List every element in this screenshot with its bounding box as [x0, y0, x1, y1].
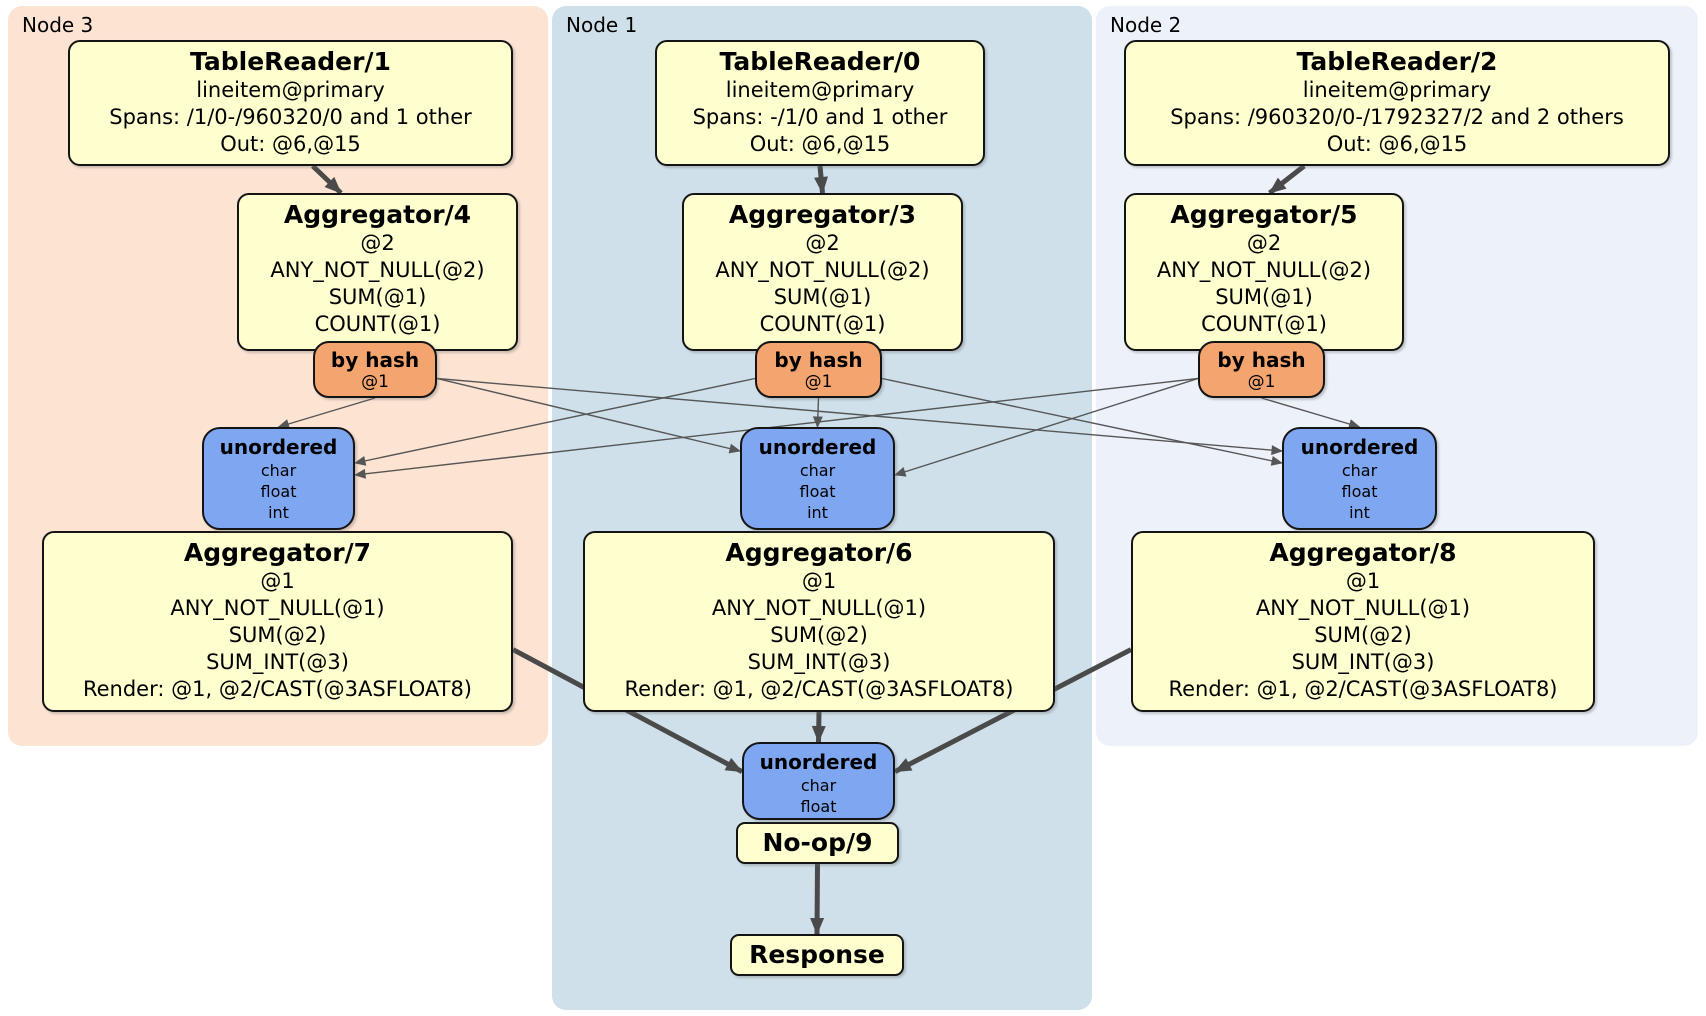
aggregator-6-line: @1 — [801, 569, 837, 593]
region-node-1-label: Node 1 — [566, 13, 638, 37]
aggregator-5-line: SUM(@1) — [1215, 285, 1313, 309]
aggregator-6-line: ANY_NOT_NULL(@1) — [711, 596, 927, 620]
aggregator-4-title: Aggregator/4 — [283, 200, 472, 229]
unordered-final-line: char — [800, 776, 837, 795]
aggregator-7-line: Render: @1, @2/CAST(@3ASFLOAT8) — [82, 677, 473, 701]
aggregator-7-title: Aggregator/7 — [183, 538, 372, 567]
unordered-node2-box: unordered char float int — [1282, 427, 1437, 530]
unordered-node2-line: int — [1349, 503, 1370, 522]
byhash-node2-line: @1 — [1247, 372, 1276, 392]
tablereader-1-line: Out: @6,@15 — [220, 132, 361, 156]
aggregator-5-line: COUNT(@1) — [1201, 312, 1327, 336]
unordered-final-box: unordered char float — [742, 742, 895, 820]
unordered-node1-box: unordered char float int — [740, 427, 895, 530]
unordered-node3-line: char — [260, 461, 297, 480]
aggregator-3-line: COUNT(@1) — [759, 312, 886, 336]
aggregator-7-line: SUM_INT(@3) — [206, 650, 349, 674]
unordered-final-line: float — [800, 797, 837, 816]
aggregator-4-line: @2 — [360, 231, 395, 255]
aggregator-5-line: ANY_NOT_NULL(@2) — [1156, 258, 1372, 282]
aggregator-3-title: Aggregator/3 — [728, 200, 917, 229]
byhash-node2-box: by hash@1 — [1198, 341, 1325, 398]
aggregator-6-line: SUM(@2) — [770, 623, 868, 647]
tablereader-0-title: TableReader/0 — [719, 47, 921, 76]
tablereader-0-line: Out: @6,@15 — [749, 132, 891, 156]
aggregator-4-line: SUM(@1) — [328, 285, 427, 309]
aggregator-7-line: ANY_NOT_NULL(@1) — [170, 596, 385, 620]
unordered-node3-box: unordered char float int — [202, 427, 355, 530]
tablereader-2-line: Spans: /960320/0-/1792327/2 and 2 others — [1170, 105, 1624, 129]
unordered-node3-title: unordered — [219, 435, 338, 459]
unordered-final-title: unordered — [759, 750, 878, 774]
aggregator-7-line: @1 — [260, 569, 295, 593]
aggregator-5-line: @2 — [1246, 231, 1282, 255]
tablereader-0-line: Spans: -/1/0 and 1 other — [692, 105, 948, 129]
byhash-node3-title: by hash — [330, 348, 420, 372]
aggregator-3-line: @2 — [805, 231, 840, 255]
aggregator-8-line: SUM_INT(@3) — [1291, 650, 1435, 674]
byhash-node1-line: @1 — [804, 372, 833, 392]
aggregator-8-line: ANY_NOT_NULL(@1) — [1255, 596, 1471, 620]
noop-9-box: No-op/9 — [736, 822, 899, 864]
byhash-node3-box: by hash@1 — [313, 341, 437, 398]
region-node-3-label: Node 3 — [22, 13, 94, 37]
aggregator-5-title: Aggregator/5 — [1170, 200, 1358, 229]
aggregator-8-title: Aggregator/8 — [1269, 538, 1457, 567]
unordered-node1-line: char — [799, 461, 836, 480]
unordered-node2-line: float — [1341, 482, 1378, 501]
aggregator-4-line: ANY_NOT_NULL(@2) — [270, 258, 485, 282]
tablereader-0-line: lineitem@primary — [725, 78, 915, 102]
aggregator-8-line: Render: @1, @2/CAST(@3ASFLOAT8) — [1168, 677, 1558, 701]
aggregator-8-line: @1 — [1345, 569, 1381, 593]
aggregator-6-line: Render: @1, @2/CAST(@3ASFLOAT8) — [624, 677, 1014, 701]
tablereader-2-line: lineitem@primary — [1302, 78, 1492, 102]
response-box: Response — [730, 934, 904, 976]
byhash-node3-line: @1 — [361, 372, 389, 392]
tablereader-1-title: TableReader/1 — [190, 47, 391, 76]
aggregator-7-line: SUM(@2) — [228, 623, 327, 647]
tablereader-2-title: TableReader/2 — [1296, 47, 1498, 76]
aggregator-8-line: SUM(@2) — [1314, 623, 1412, 647]
unordered-node2-line: char — [1341, 461, 1378, 480]
tablereader-1-line: Spans: /1/0-/960320/0 and 1 other — [109, 105, 472, 129]
aggregator-3-line: ANY_NOT_NULL(@2) — [715, 258, 930, 282]
aggregator-3-line: SUM(@1) — [773, 285, 872, 309]
tablereader-1-line: lineitem@primary — [196, 78, 385, 102]
tablereader-2-line: Out: @6,@15 — [1326, 132, 1468, 156]
aggregator-6-line: SUM_INT(@3) — [747, 650, 891, 674]
unordered-node2-title: unordered — [1300, 435, 1419, 459]
noop-9-title: No-op/9 — [762, 828, 873, 857]
unordered-node1-title: unordered — [758, 435, 877, 459]
unordered-node1-line: float — [799, 482, 836, 501]
region-node-2-label: Node 2 — [1110, 13, 1182, 37]
aggregator-4-line: COUNT(@1) — [314, 312, 441, 336]
response-title: Response — [749, 940, 885, 969]
byhash-node1-box: by hash@1 — [755, 341, 882, 398]
unordered-node3-line: float — [260, 482, 297, 501]
unordered-node1-line: int — [807, 503, 828, 522]
unordered-node3-line: int — [268, 503, 289, 522]
aggregator-6-title: Aggregator/6 — [725, 538, 913, 567]
byhash-node2-title: by hash — [1217, 348, 1306, 372]
byhash-node1-title: by hash — [774, 348, 863, 372]
